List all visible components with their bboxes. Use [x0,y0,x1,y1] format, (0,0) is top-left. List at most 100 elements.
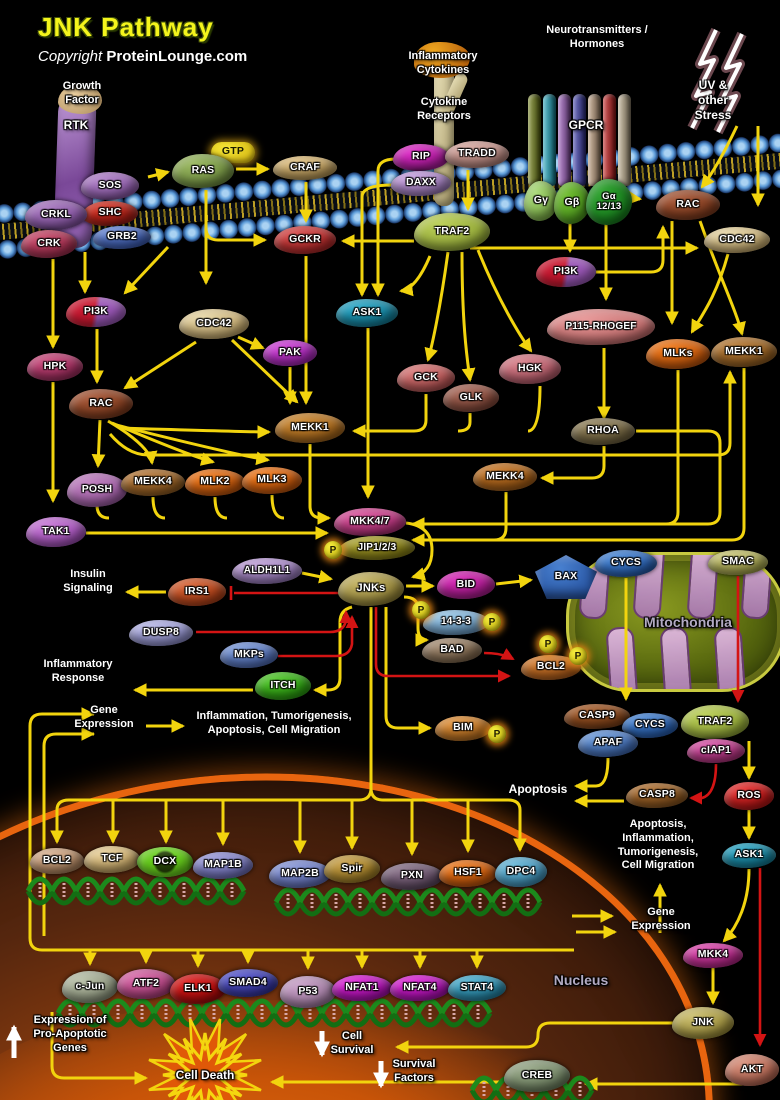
pathway-arrow [527,385,542,433]
copyright-line: Copyright ProteinLounge.com [38,48,247,65]
atf2-node: ATF2 [117,969,175,999]
smad4-label: SMAD4 [229,976,267,989]
bad-label: BAD [440,643,464,656]
dcx-node: DCX [137,847,193,877]
ciap1-node: cIAP1 [687,739,745,763]
phospho-p-label: P [417,604,425,616]
g-beta-label: Gβ [564,196,580,209]
jip123-node: JIP1/2/3 [339,536,415,560]
stat4-node: STAT4 [448,975,506,1001]
gpcr-helix-1 [528,94,541,186]
pathway-arrow [308,444,332,525]
irs1-node: IRS1 [168,578,226,606]
rip-label: RIP [411,150,431,163]
rhoa-node: RHOA [571,417,635,445]
inflammation-tumorigenesis: Inflammation, Tumorigenesis, Apoptosis, … [196,710,352,736]
mekk1-center-label: MEKK1 [291,421,329,434]
pathway-arrow [369,787,522,811]
rac-left-label: RAC [89,397,113,410]
pathway-arrow [690,253,730,334]
rac-top-label: RAC [676,198,700,211]
cycs-bottom-node: CYCS [622,712,678,738]
p53-node: P53 [280,976,336,1008]
gpcr-helix-4 [573,94,586,186]
tak1-node: TAK1 [26,517,86,547]
inhibit-arrow [229,586,342,600]
hsf1-label: HSF1 [454,866,482,879]
cell-death-star-outer [148,1018,262,1100]
pathway-arrow [108,369,737,457]
ros-node: ROS [724,782,774,810]
p14-3-3-label: 14-3-3 [440,615,472,627]
mkk47-node: MKK4/7 [334,508,406,536]
pak-label: PAK [279,346,301,359]
casp9-node: CASP9 [564,703,630,729]
dusp8-node: DUSP8 [129,620,193,646]
pathway-arrow [460,251,476,383]
p-1433-left-phospho-badge: P [412,601,430,619]
dna-strand [68,1005,480,1021]
spir-label: Spir [341,862,363,875]
mkk4-right-node: MKK4 [683,942,743,968]
jip123-label: JIP1/2/3 [357,541,397,553]
inhibit-arrow [689,763,718,805]
apaf-node: APAF [578,729,638,757]
dna-strand [286,894,530,910]
inflammatory-cytokines: Inflammatory Cytokines [408,50,478,76]
pathway-arrow [237,335,265,350]
rtk-label: RTK [63,118,89,132]
hgk-label: HGK [518,362,542,375]
stat4-label: STAT4 [460,981,494,994]
ask1-center-label: ASK1 [352,306,382,319]
gtp-label: GTP [221,145,245,158]
dna-strand [55,998,493,1015]
jnk-bottom-node: JNK [672,1007,734,1039]
pathway-arrow [301,569,334,584]
pathway-arrow [410,429,722,531]
phospho-p-label: P [544,638,552,650]
bcl2-nuc-label: BCL2 [42,854,72,867]
nfat1-label: NFAT1 [345,981,379,994]
jnks-label: JNKs [356,582,386,595]
traf2-node: TRAF2 [414,213,490,251]
casp8-node: CASP8 [626,782,688,808]
inhibit-arrow [374,607,511,683]
pathway-arrow [151,496,166,520]
c-jun-node: c-Jun [62,971,118,1003]
mlk2-node: MLK2 [185,468,245,496]
pi3k-right-label: PI3K [553,265,579,278]
uv-lightning-icon [716,33,744,133]
elk1-label: ELK1 [184,982,212,995]
insulin-signaling: Insulin Signaling [63,568,113,594]
inflammatory-cytokine-ligand [414,42,470,78]
dna-strand [25,889,247,906]
bad-node: BAD [422,637,482,663]
inhibit-arrow [278,615,359,658]
bid-label: BID [456,578,476,591]
mlk3-label: MLK3 [257,473,287,486]
gene-expression-left: Gene Expression [74,704,134,730]
ciap1-label: cIAP1 [700,744,732,757]
cell-survival: Cell Survival [330,1030,374,1056]
nucleus-label: Nucleus [553,972,609,988]
dna-strand [273,887,543,904]
pathway-arrow [539,446,606,485]
p-bim-phospho-badge: P [488,725,506,743]
casp9-label: CASP9 [578,709,615,722]
jnk-bottom-label: JNK [692,1016,714,1029]
casp8-label: CASP8 [638,788,675,801]
pi3k-right-node: PI3K [536,257,596,287]
daxx-label: DAXX [406,176,436,189]
mekk1-right-label: MEKK1 [725,345,763,358]
hpk-label: HPK [43,360,67,373]
pi3k-left-label: PI3K [83,305,109,318]
mekk1-right-node: MEKK1 [711,337,777,367]
pathway-arrow [270,494,285,520]
dna-strand [273,900,543,917]
pathway-arrow [123,340,197,390]
phospho-p-label: P [329,544,337,556]
pathway-arrow [457,413,472,433]
creb-node: CREB [504,1060,570,1092]
posh-node: POSH [67,473,127,507]
